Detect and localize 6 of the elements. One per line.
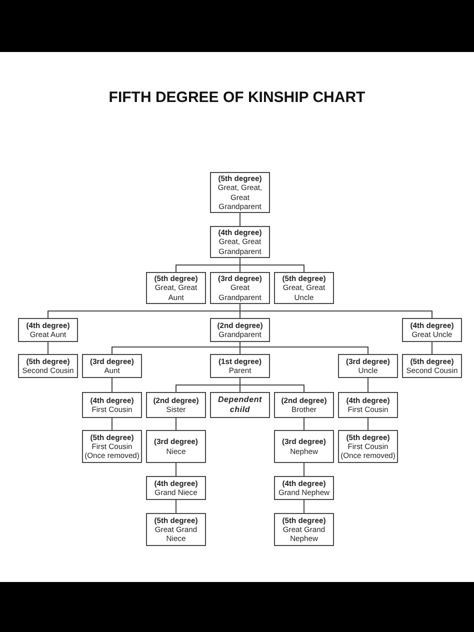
connector-line (240, 304, 432, 318)
chart-title: FIFTH DEGREE OF KINSHIP CHART (108, 89, 366, 106)
connector-line (240, 342, 368, 354)
kinship-box: Dependent child (210, 392, 270, 418)
connector-line (240, 258, 304, 272)
connector-line (240, 378, 304, 392)
